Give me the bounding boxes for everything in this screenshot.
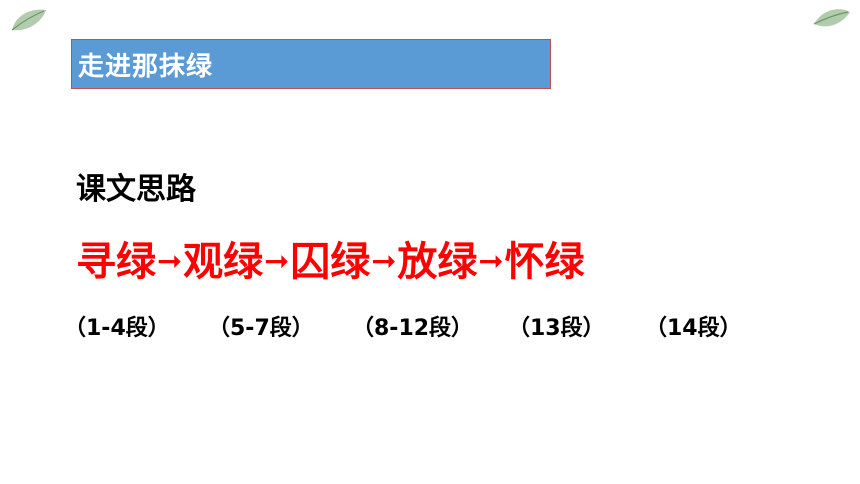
paragraph-range: （13段） <box>508 316 605 341</box>
flow-step: 怀绿 <box>504 239 585 285</box>
arrow-right-icon: ➞ <box>478 244 504 279</box>
flow-step: 寻绿 <box>76 239 156 285</box>
arrow-right-icon: ➞ <box>264 244 290 279</box>
paragraph-range: （5-7段） <box>208 316 314 341</box>
leaf-icon <box>11 9 46 31</box>
paragraph-range: （14段） <box>645 316 742 341</box>
title-bar: 走进那抹绿 <box>71 39 551 89</box>
arrow-right-icon: ➞ <box>371 244 397 279</box>
arrow-right-icon: ➞ <box>157 244 183 279</box>
flow-step: 观绿 <box>183 239 264 285</box>
paragraph-range: （8-12段） <box>352 316 474 341</box>
leaf-icon <box>813 9 850 27</box>
flow-step: 囚绿 <box>290 239 371 285</box>
flow-step: 放绿 <box>397 239 478 285</box>
flow-row: 寻绿 ➞ 观绿 ➞ 囚绿 ➞ 放绿 ➞ 怀绿 <box>76 232 776 292</box>
section-heading: 课文思路 <box>76 172 196 207</box>
slide-title: 走进那抹绿 <box>78 51 214 82</box>
paragraph-range: （1-4段） <box>64 316 170 341</box>
